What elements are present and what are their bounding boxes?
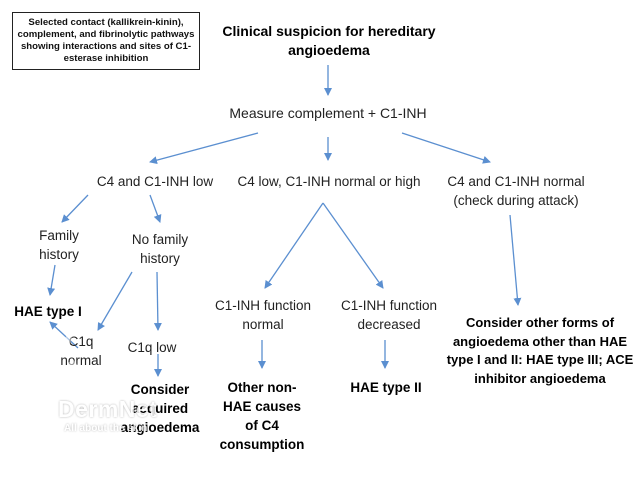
arrow-c4low-to-fdecreased [322,202,384,289]
node-c4-c1inh-normal: C4 and C1-INH normal (check during attac… [447,174,585,208]
arrow-nofamily-to-c1qlow [153,271,162,331]
arrow-family-to-hae1 [47,264,56,296]
arrow-normal-to-other-forms [509,214,522,306]
watermark-brand: DermNet [58,396,158,422]
node-c1inh-function-normal: C1-INH function normal [214,298,312,332]
node-consider-other-forms: Consider other forms of angioedema other… [446,315,634,386]
node-hae-type-2: HAE type II [350,380,422,395]
arrow-low-to-family [61,194,89,223]
caption-box: Selected contact (kallikrein-kinin), com… [12,12,200,70]
arrow-measure-to-normal [401,132,491,164]
node-no-family-history: No family history [131,232,189,266]
arrow-measure-to-low [149,132,259,165]
dermnet-logo-icon [64,316,126,378]
arrow-low-to-nofamily [149,194,162,223]
node-hae-type-1: HAE type I [14,304,82,319]
node-c4low-c1inh-normal-high: C4 low, C1-INH normal or high [237,174,421,189]
node-other-non-hae: Other non- HAE causes of C4 consumption [219,380,305,452]
node-c4-c1inh-low: C4 and C1-INH low [96,174,214,189]
node-c1q-low: C1q low [127,340,177,355]
arrow-c4low-to-fnormal [264,202,324,289]
node-family-history: Family history [39,228,79,262]
arrow-c1qnormal-to-hae1 [49,321,79,349]
node-measure-complement: Measure complement + C1-INH [229,105,427,121]
node-c1inh-function-decreased: C1-INH function decreased [340,298,438,332]
arrow-nofamily-to-c1qnormal [97,271,133,331]
node-clinical-suspicion: Clinical suspicion for hereditary angioe… [222,23,436,58]
caption-text: Selected contact (kallikrein-kinin), com… [17,17,195,64]
node-consider-acquired: Consider acquired angioedema [120,382,200,435]
watermark-tagline: All about the skin [64,423,148,434]
